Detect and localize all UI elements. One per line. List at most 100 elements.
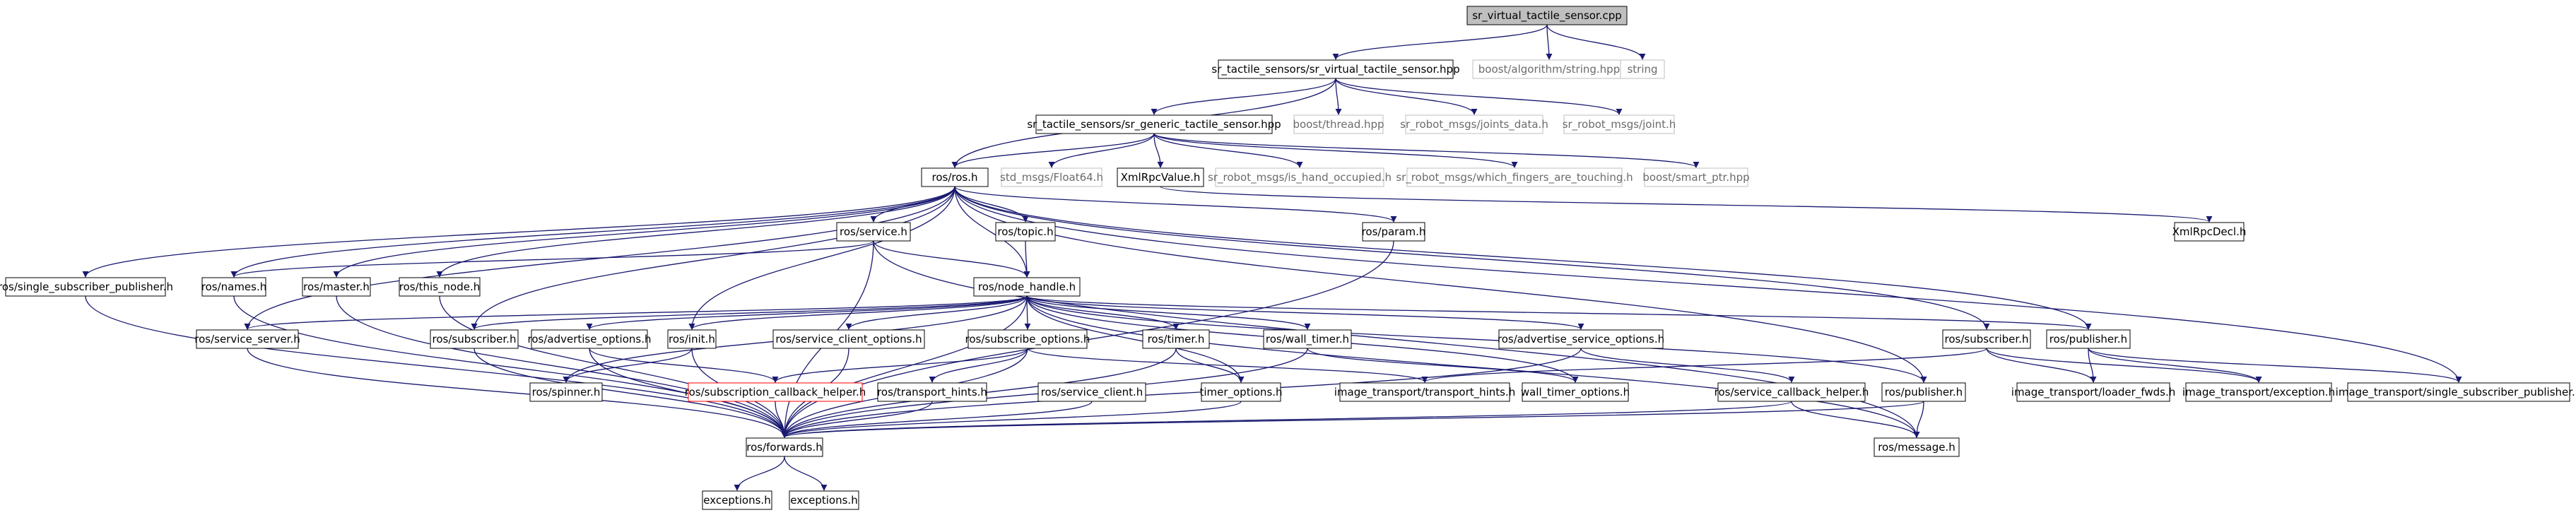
graph-node-n44[interactable]: image_transport/loader_fwds.h [2011,382,2175,402]
graph-node-n49[interactable]: exceptions.h [702,490,772,510]
node-label: ros/param.h [1362,225,1426,238]
graph-node-n5[interactable]: ros/ros.h [921,167,989,187]
graph-node-n35[interactable]: ros/spinner.h [529,382,603,402]
node-label: ros/names.h [201,280,267,293]
graph-node-n9: sr_robot_msgs/joint.h [1563,114,1676,134]
graph-node-n32[interactable]: ros/advertise_service_options.h [1498,329,1664,349]
graph-node-n1: sr_virtual_tactile_sensor.cpp [1466,6,1628,25]
graph-node-n17[interactable]: ros/topic.h [995,222,1056,242]
node-label: ros/wall_timer.h [1266,333,1349,346]
graph-node-n42[interactable]: ros/service_callback_helper.h [1715,382,1869,402]
graph-node-n20[interactable]: ros/names.h [201,277,267,297]
node-box [1339,382,1510,402]
node-box [2185,382,2332,402]
node-label: ros/advertise_options.h [528,333,652,346]
include-edge-n26-n36 [589,348,779,383]
node-label: ros/ros.h [932,171,978,184]
graph-node-n15[interactable]: XmlRpcDecl.h [2172,222,2247,242]
graph-node-n33[interactable]: ros/subscriber.h [1942,329,2031,349]
node-box [836,222,911,242]
include-edge-n5-n33 [954,186,1990,330]
node-label: ros/publisher.h [1885,386,1963,398]
graph-node-n40[interactable]: image_transport/transport_hints.h [1334,382,1516,402]
graph-node-n36[interactable]: ros/subscription_callback_helper.h [685,382,866,402]
include-edge-n27-n35 [563,348,693,383]
node-box [529,382,603,402]
include-edge-n19-n47 [85,295,788,438]
include-edge-n5-n16 [870,186,955,223]
graph-node-n25[interactable]: ros/subscriber.h [430,329,519,349]
graph-node-n46[interactable]: image_transport/single_subscriber_publis… [2336,382,2576,402]
graph-node-n43[interactable]: ros/publisher.h [1881,382,1966,402]
graph-node-n38[interactable]: ros/service_client.h [1037,382,1146,402]
include-edge-n23-n39 [1026,295,1245,383]
graph-node-n28[interactable]: ros/service_client_options.h [772,329,925,349]
include-edge-n5-n22 [436,186,955,278]
graph-node-n29[interactable]: ros/subscribe_options.h [965,329,1090,349]
include-edge-n25-n47 [474,348,788,438]
graph-node-n45[interactable]: image_transport/exception.h [2182,382,2335,402]
graph-node-n19[interactable]: ros/single_subscriber_publisher.h [0,277,173,297]
include-edge-n23-n24 [244,295,1028,330]
graph-node-n13: sr_robot_msgs/which_fingers_are_touching… [1396,167,1633,187]
graph-node-n24[interactable]: ros/service_server.h [194,329,300,349]
node-label: string [1627,63,1657,76]
node-box [688,382,863,402]
graph-node-n23[interactable]: ros/node_handle.h [973,277,1081,297]
include-edge-n23-n30 [1026,295,1180,330]
node-label: XmlRpcDecl.h [2172,225,2247,238]
graph-node-n41[interactable]: wall_timer_options.h [1521,382,1630,402]
graph-node-n6[interactable]: sr_tactile_sensors/sr_generic_tactile_se… [1027,114,1281,134]
graph-node-n2[interactable]: sr_tactile_sensors/sr_virtual_tactile_se… [1211,59,1460,79]
include-edge-n34-n46 [2088,348,2462,383]
node-box [968,329,1088,349]
graph-node-n47[interactable]: ros/forwards.h [746,437,823,457]
graph-node-n26[interactable]: ros/advertise_options.h [528,329,652,349]
include-edge-n5-n34 [954,186,2092,330]
graph-node-n30[interactable]: ros/timer.h [1142,329,1210,349]
graph-node-n21[interactable]: ros/master.h [302,277,371,297]
node-label: ros/message.h [1878,441,1955,454]
include-edge-n5-n27 [688,186,955,330]
include-edge-n23-n47 [781,295,1028,438]
dependency-nodes: sr_virtual_tactile_sensor.cpp sr_tactile_… [0,6,2576,510]
node-box [201,277,266,297]
graph-node-n50[interactable]: exceptions.h [789,490,859,510]
node-label: ros/subscriber.h [433,333,517,345]
node-label: ros/publisher.h [2049,333,2127,345]
include-edge-n30-n39 [1175,348,1245,383]
graph-node-n22[interactable]: ros/this_node.h [399,277,481,297]
graph-node-n39[interactable]: timer_options.h [1199,382,1283,402]
node-label: exceptions.h [703,494,770,507]
include-edge-n23-n26 [586,295,1028,330]
node-box [1117,167,1204,187]
node-label: ros/service_client.h [1041,386,1143,399]
graph-node-n18[interactable]: ros/param.h [1362,222,1426,242]
node-box [1717,382,1866,402]
graph-node-n11[interactable]: XmlRpcValue.h [1117,167,1204,187]
include-edge-n29-n37 [929,348,1028,383]
node-label: ros/topic.h [997,225,1053,238]
include-edge-n17-n23 [1023,240,1030,278]
node-label: sr_robot_msgs/is_hand_occupied.h [1208,171,1392,184]
node-box [921,167,989,187]
include-edge-n6-n13 [1153,133,1518,168]
graph-node-n31[interactable]: ros/wall_timer.h [1263,329,1352,349]
node-label: ros/node_handle.h [978,280,1076,294]
graph-node-n27[interactable]: ros/init.h [667,329,717,349]
graph-node-n34[interactable]: ros/publisher.h [2046,329,2131,349]
graph-node-n16[interactable]: ros/service.h [836,222,911,242]
include-edge-n43-n48 [1913,401,1924,438]
node-label: ros/this_node.h [399,280,480,294]
graph-node-n37[interactable]: ros/transport_hints.h [877,382,987,402]
graph-node-n12: sr_robot_msgs/is_hand_occupied.h [1208,167,1392,187]
include-edge-n2-n9 [1335,78,1623,115]
node-box [2046,329,2131,349]
node-box [531,329,648,349]
include-edge-n5-n20 [230,186,955,278]
node-label: timer_options.h [1199,386,1282,399]
graph-node-n48[interactable]: ros/message.h [1874,437,1960,457]
include-edge-n5-n18 [954,186,1397,223]
include-edge-n5-n46 [954,186,2462,383]
